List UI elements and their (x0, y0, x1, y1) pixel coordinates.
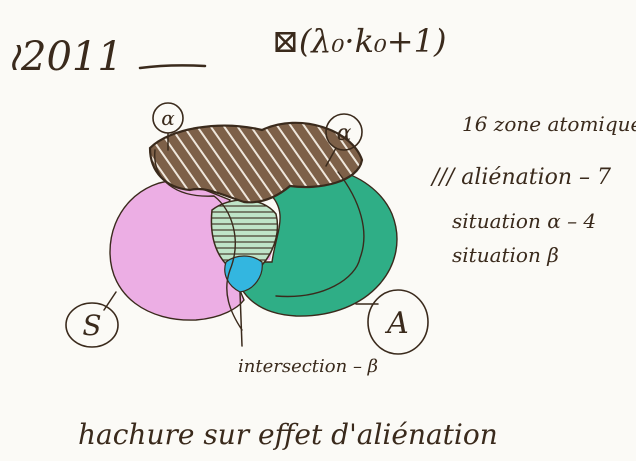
formula-label: ⊠(λ₀·k₀+1) (272, 22, 446, 60)
s-circle (65, 302, 119, 348)
s-pointer (103, 291, 117, 311)
alpha-right-pointer (325, 147, 337, 167)
alpha-left-label: α (161, 106, 175, 130)
s-label: S (82, 309, 101, 342)
alpha-right-circle (325, 113, 363, 151)
a-label: A (384, 306, 409, 341)
a-circle (367, 289, 429, 355)
caption: hachure sur effet d'aliénation (78, 418, 498, 451)
hatched-band (148, 121, 364, 204)
legend-title: 16 zone atomique (462, 112, 636, 136)
legend-item-situation-alpha: situation α – 4 (452, 209, 596, 233)
legend-item-situation-beta: situation β (452, 243, 559, 267)
year-label: ≀2011 (6, 34, 123, 80)
intersection-label: intersection – β (238, 356, 378, 377)
alpha-right-label: α (337, 121, 352, 146)
ring-outline-left (154, 149, 243, 331)
green-ring-a (235, 167, 398, 317)
ring-outline-right (275, 171, 365, 298)
intersection-pointer (239, 291, 243, 347)
legend-item-alienation: /// aliénation – 7 (430, 165, 611, 190)
alpha-left-circle (152, 102, 184, 134)
year-underline (138, 64, 207, 70)
